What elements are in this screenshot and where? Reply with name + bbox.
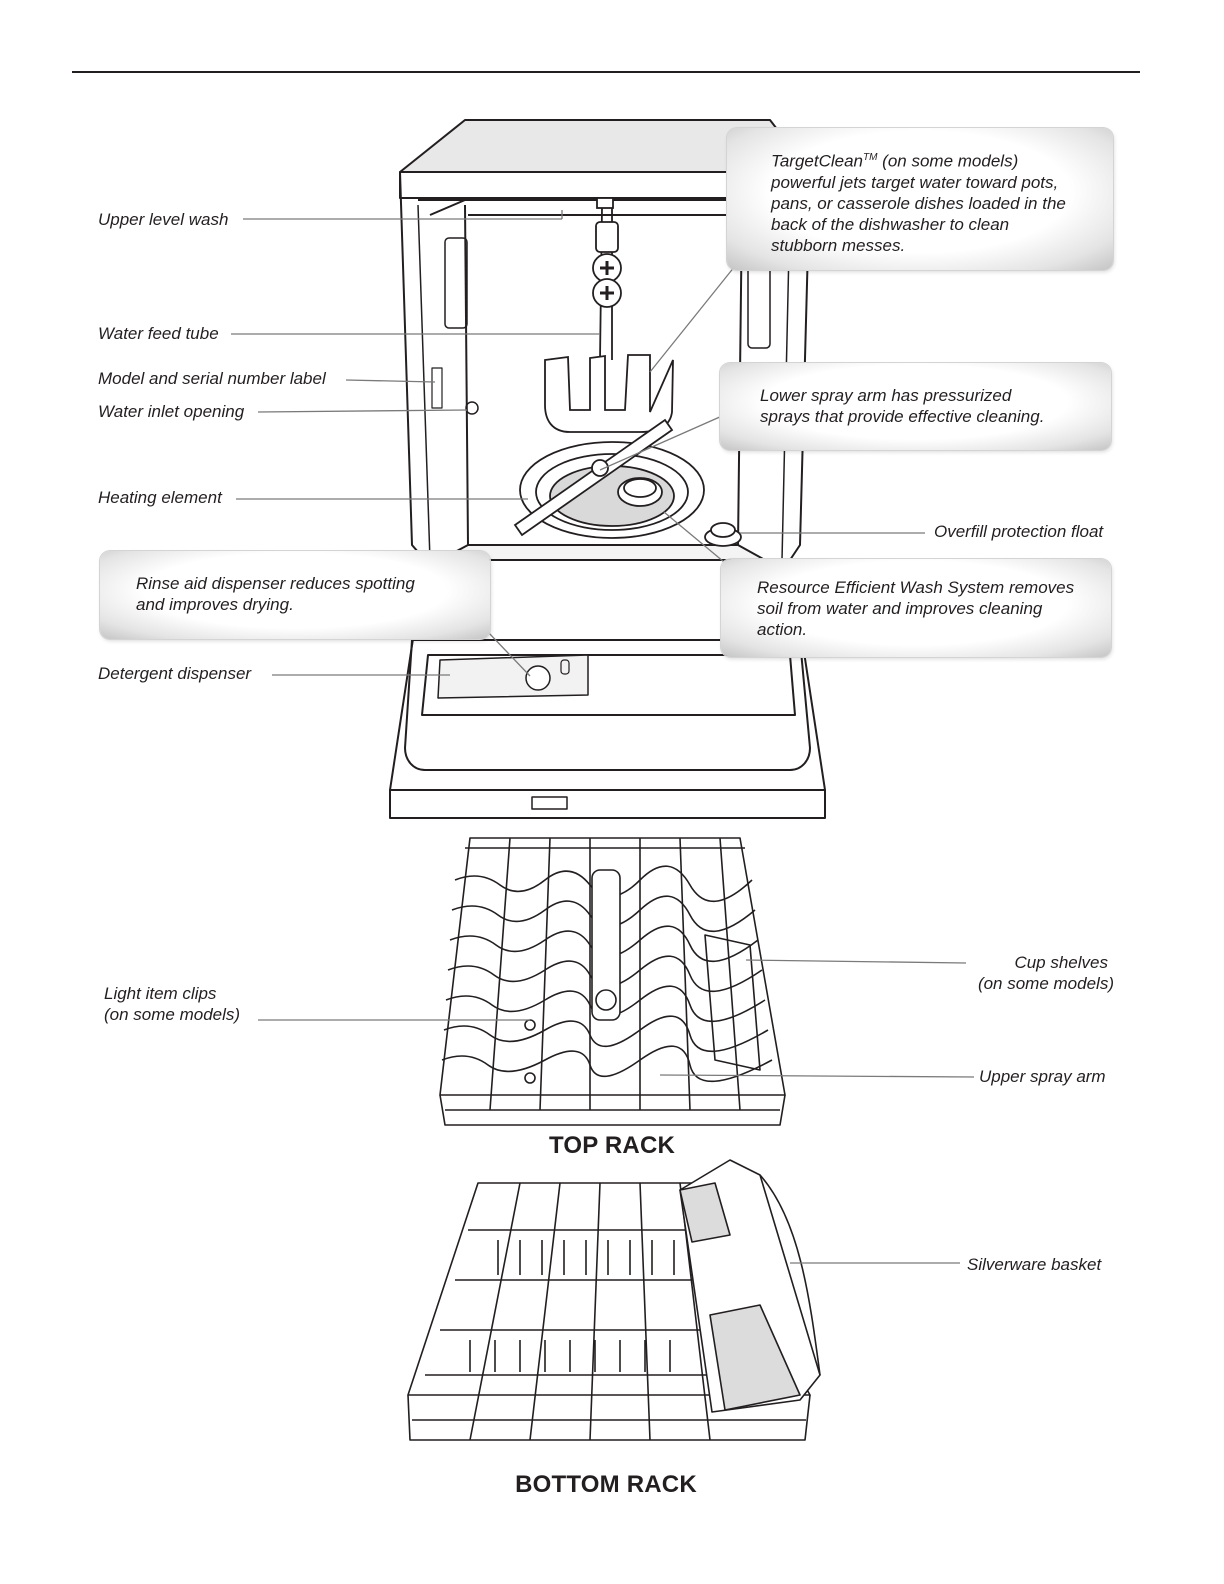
callout-targetclean-line2: powerful jets target water toward pots, xyxy=(771,172,1059,192)
label-silverware-basket: Silverware basket xyxy=(967,1255,1102,1274)
top-rack-title: TOP RACK xyxy=(548,1132,676,1159)
leader-water-inlet xyxy=(257,409,468,413)
water-feed-tube xyxy=(592,197,622,361)
leader-upper-spray-arm xyxy=(659,1074,975,1078)
leader-rinse-aid xyxy=(487,631,531,677)
label-upper-spray-arm: Upper spray arm xyxy=(979,1067,1106,1086)
callout-targetclean-line1: TargetCleanTM (on some models) xyxy=(771,147,1097,172)
label-detergent-dispenser: Detergent dispenser xyxy=(98,664,252,683)
label-upper-level-wash: Upper level wash xyxy=(98,210,229,229)
targetclean-brand: TargetClean xyxy=(771,151,863,171)
leader-lines xyxy=(231,210,975,1264)
callout-rinse-aid: Rinse aid dispenser reduces spotting and… xyxy=(100,551,490,639)
overfill-float xyxy=(704,522,742,547)
label-light-item-clips-line2: (on some models) xyxy=(104,1005,241,1024)
callout-targetclean-line4: back of the dishwasher to clean xyxy=(771,214,1010,234)
callout-lower-spray-line2: sprays that provide effective cleaning. xyxy=(760,407,1045,426)
callout-lower-spray-line1: Lower spray arm has pressurized xyxy=(760,386,1012,405)
callout-lower-spray-arm: Lower spray arm has pressurized sprays t… xyxy=(720,363,1111,450)
callout-targetclean: TargetCleanTM (on some models) powerful … xyxy=(727,128,1113,270)
leader-lower-spray xyxy=(599,415,723,471)
callout-resource-efficient: Resource Efficient Wash System removes s… xyxy=(721,559,1111,657)
top-rack xyxy=(439,837,786,1126)
callout-resource-line1: Resource Efficient Wash System removes xyxy=(757,578,1075,597)
leader-model-serial xyxy=(345,379,436,383)
label-water-feed-tube: Water feed tube xyxy=(98,324,219,343)
label-cup-shelves-line1: Cup shelves xyxy=(1014,953,1108,972)
label-light-item-clips: Light item clips (on some models) xyxy=(104,983,240,1025)
label-cup-shelves: Cup shelves (on some models) xyxy=(966,952,1114,994)
callout-targetclean-line5: stubborn messes. xyxy=(771,235,906,255)
callout-resource-line3: action. xyxy=(757,620,808,639)
callout-rinse-aid-line2: and improves drying. xyxy=(136,595,294,614)
leader-resource xyxy=(663,511,725,563)
callout-rinse-aid-line1: Rinse aid dispenser reduces spotting xyxy=(136,574,415,593)
dishwasher-door xyxy=(389,559,826,819)
label-model-serial: Model and serial number label xyxy=(98,369,326,388)
label-water-inlet: Water inlet opening xyxy=(98,402,245,421)
bottom-rack-title: BOTTOM RACK xyxy=(515,1471,697,1498)
bottom-rack xyxy=(407,1159,821,1441)
wash-system xyxy=(513,418,705,539)
leader-targetclean xyxy=(649,265,736,373)
label-heating-element: Heating element xyxy=(98,488,222,507)
callout-resource-line2: soil from water and improves cleaning xyxy=(757,599,1043,618)
targetclean-line1-rest: (on some models) xyxy=(877,151,1019,171)
label-overfill-float: Overfill protection float xyxy=(934,522,1104,541)
callout-targetclean-line3: pans, or casserole dishes loaded in the xyxy=(771,193,1066,213)
leader-cup-shelves xyxy=(745,959,967,964)
trademark-mark: TM xyxy=(863,152,878,163)
label-cup-shelves-line2: (on some models) xyxy=(977,974,1114,993)
label-light-item-clips-line1: Light item clips xyxy=(104,984,217,1003)
